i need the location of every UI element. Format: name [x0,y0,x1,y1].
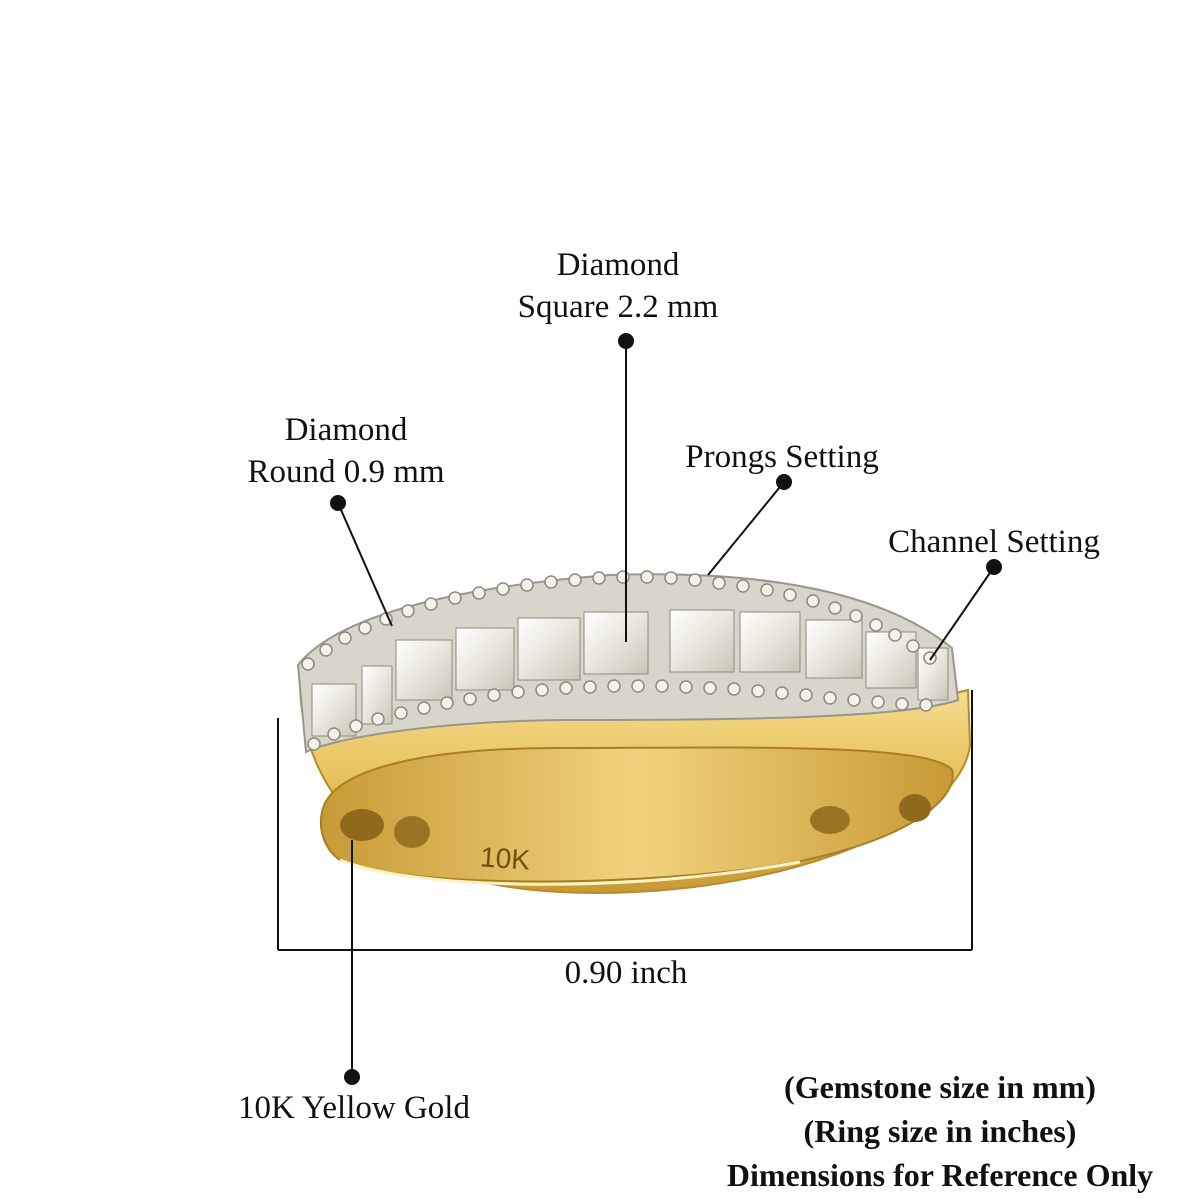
round-diamond [520,578,534,592]
round-diamond [828,601,842,615]
round-diamond [751,684,765,698]
ring-band: 10K [298,677,972,894]
round-diamond [394,706,408,720]
note-disclaimer: Dimensions for Reference Only [726,1157,1154,1193]
gallery-opening [899,794,931,822]
round-diamond [895,697,909,711]
callout-line-channel [929,566,995,661]
round-diamond [301,657,315,671]
round-diamond [338,631,352,645]
dimension-width-label: 0.90 inch [564,955,688,991]
princess-diamond [583,611,649,675]
round-diamond [472,586,486,600]
round-diamond [712,576,726,590]
gallery-opening [394,816,430,848]
round-diamond [655,679,669,693]
callout-square-title: Diamond [556,247,680,283]
prong-row-top [301,570,937,671]
round-diamond [679,680,693,694]
princess-diamond [517,617,581,681]
princess-diamond [865,631,917,689]
round-diamond [319,643,333,657]
round-diamond [424,597,438,611]
round-diamond [849,609,863,623]
round-diamond [688,573,702,587]
callout-square-diamond: Diamond Square 2.2 mm [490,244,746,328]
round-diamond [664,571,678,585]
callout-dot-prongs [776,474,792,490]
round-diamond [327,727,341,741]
callout-dot-channel [986,559,1002,575]
princess-diamond [455,627,515,691]
callout-round-size: Round 0.9 mm [247,454,445,490]
round-diamond [568,573,582,587]
princess-diamond [669,609,735,673]
note-gemstone-size: (Gemstone size in mm) [784,1069,1096,1105]
diamond-setting [296,570,960,754]
round-diamond [906,639,920,653]
callout-prongs-setting: Prongs Setting [685,439,879,475]
round-diamond [607,679,621,693]
callout-dot-square [618,333,634,349]
callout-square-size: Square 2.2 mm [517,289,719,325]
round-diamond [592,571,606,585]
size-notes: (Gemstone size in mm) (Ring size in inch… [690,1065,1190,1197]
callout-metal: 10K Yellow Gold [238,1090,470,1126]
round-diamond [307,737,321,751]
round-diamond [806,594,820,608]
round-diamond [417,701,431,715]
princess-diamond [395,639,453,701]
round-diamond [871,695,885,709]
callout-channel-setting: Channel Setting [888,524,1100,560]
round-diamond [448,591,462,605]
prong-row-bottom [307,679,933,751]
round-diamond [496,582,510,596]
callout-round-diamond: Diamond Round 0.9 mm [226,409,466,493]
round-diamond [640,570,654,584]
round-diamond [736,579,750,593]
round-diamond [401,604,415,618]
round-diamond [544,575,558,589]
round-diamond [535,683,549,697]
band-inner-edge [339,858,801,886]
round-diamond [463,692,477,706]
round-diamond [869,618,883,632]
gallery-opening [810,806,850,834]
callout-dot-round [330,495,346,511]
round-diamond [371,712,385,726]
round-diamond [823,691,837,705]
round-diamond [919,698,933,712]
round-diamond [847,693,861,707]
round-diamond [703,681,717,695]
round-diamond [487,688,501,702]
gallery-opening [340,809,384,841]
round-diamond [775,686,789,700]
round-diamond [616,570,630,584]
band-inner [320,746,954,883]
width-dimension [277,690,973,951]
callout-lines [330,333,1002,1085]
round-diamond [888,628,902,642]
round-diamond [349,719,363,733]
ring-stamp: 10K [479,841,531,875]
round-diamond [783,588,797,602]
round-diamond [511,685,525,699]
round-diamond [727,682,741,696]
round-diamond [631,679,645,693]
callout-line-prongs [707,481,785,576]
callout-line-round [337,502,393,627]
callout-dot-metal [344,1069,360,1085]
round-diamond [358,621,372,635]
princess-diamond [805,619,863,679]
callout-round-title: Diamond [284,412,408,448]
round-diamond [440,696,454,710]
round-diamond [760,583,774,597]
round-diamond [559,681,573,695]
note-ring-size: (Ring size in inches) [803,1113,1077,1149]
round-diamond [799,688,813,702]
round-diamond [583,680,597,694]
princess-diamond [739,611,801,673]
